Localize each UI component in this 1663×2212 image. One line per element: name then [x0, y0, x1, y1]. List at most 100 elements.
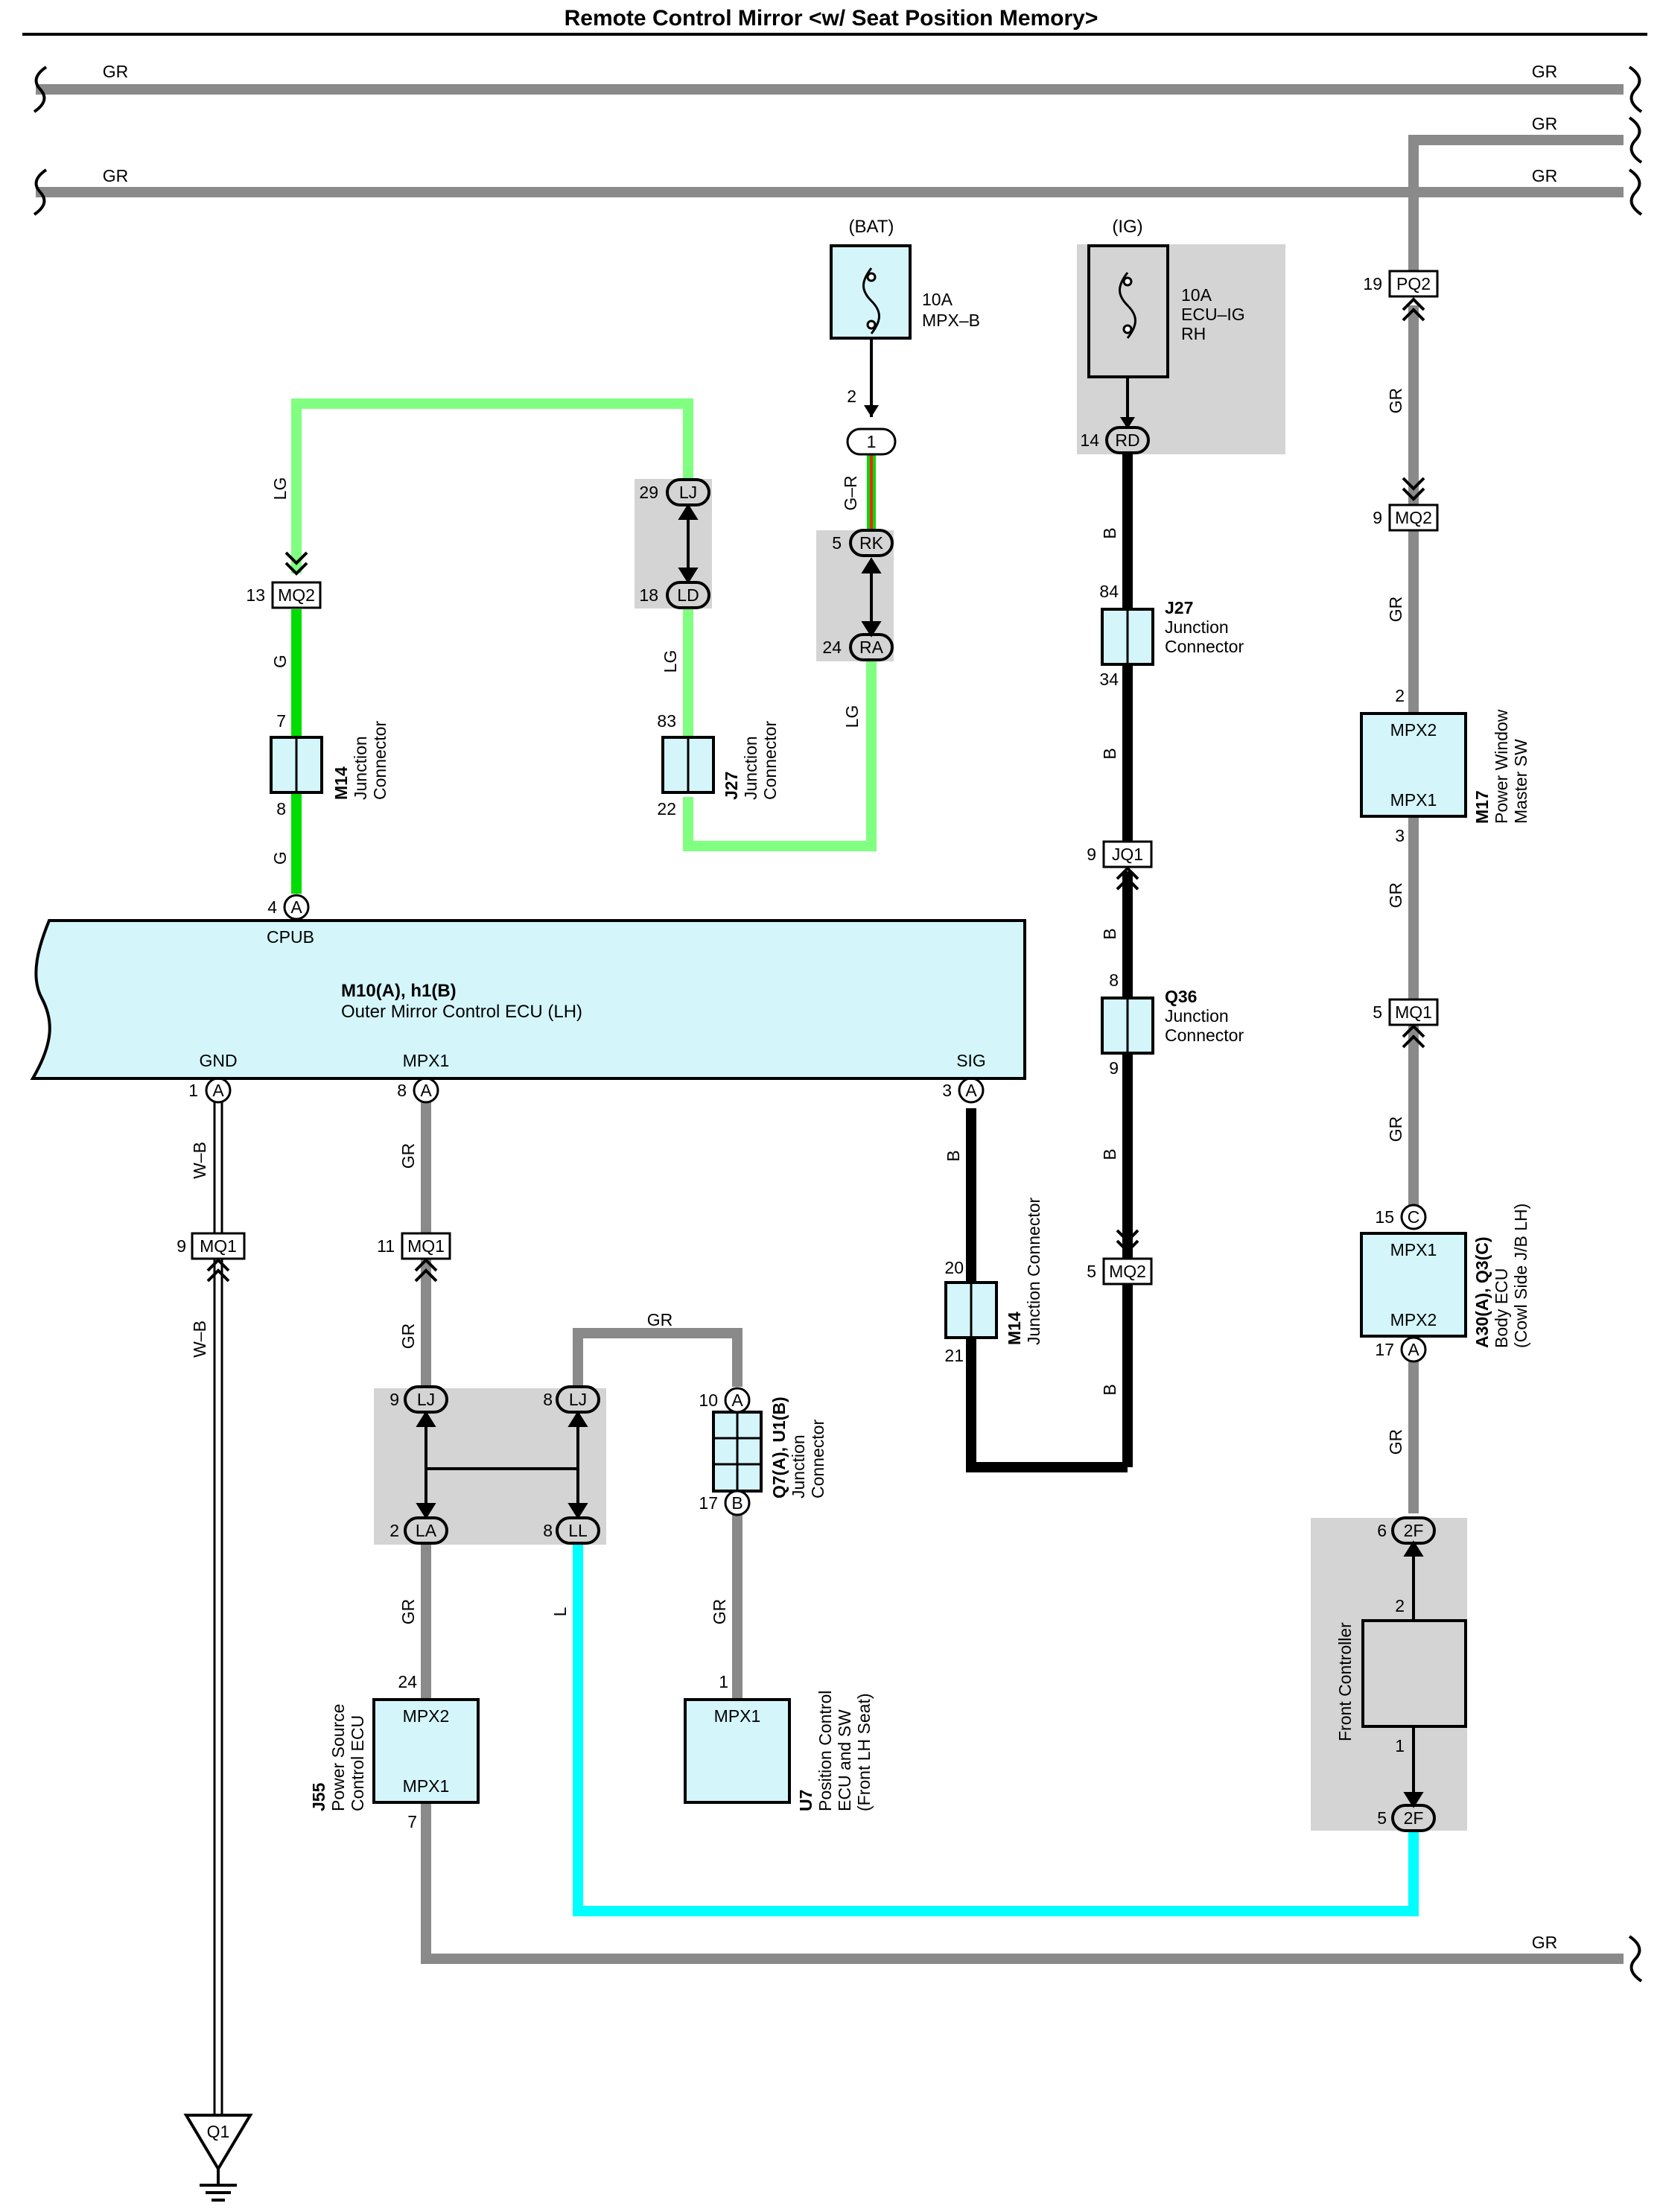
svg-text:GR: GR	[1386, 597, 1405, 623]
conn-lj-top-pin: 29	[639, 483, 658, 502]
conn-lj-left-label: LJ	[417, 1390, 435, 1409]
svg-text:B: B	[944, 1150, 963, 1161]
ig-fuse-icon	[1119, 272, 1136, 339]
wb-wire	[213, 1102, 223, 2117]
svg-text:GR: GR	[1386, 388, 1405, 414]
svg-text:B: B	[1100, 928, 1119, 939]
front-controller	[1361, 1619, 1467, 1728]
svg-text:W–B: W–B	[190, 1320, 209, 1358]
conn-rd-label: RD	[1115, 430, 1139, 450]
power-source-control-ecu	[372, 1698, 480, 1804]
svg-text:M17: M17	[1472, 790, 1492, 824]
svg-text:22: 22	[657, 799, 676, 819]
conn-mq1-wb-pin: 9	[177, 1236, 186, 1256]
other-ecus: MPX2 MPX1 2 3 M17 Power Window Master SW…	[309, 686, 1530, 1831]
svg-text:9: 9	[1109, 1058, 1119, 1078]
svg-text:A: A	[965, 1081, 977, 1100]
conn-mq2-left-pin: 13	[246, 585, 265, 605]
conn-2f-bottom-pin: 5	[1377, 1808, 1387, 1828]
svg-text:B: B	[1100, 527, 1119, 538]
svg-text:M14: M14	[1005, 1312, 1024, 1345]
svg-text:Control ECU: Control ECU	[348, 1715, 367, 1811]
svg-text:Connector: Connector	[760, 721, 780, 800]
ig-fuse-arrow	[1120, 417, 1135, 429]
ig-supply-label: (IG)	[1112, 217, 1142, 237]
bat-fuse-pin: 2	[847, 387, 856, 406]
svg-text:Q7(A), U1(B): Q7(A), U1(B)	[769, 1396, 789, 1498]
svg-text:Power Window: Power Window	[1492, 709, 1511, 824]
svg-text:A: A	[420, 1081, 432, 1100]
conn-ld-pin: 18	[639, 585, 658, 605]
diagram-title: Remote Control Mirror <w/ Seat Position …	[565, 6, 1098, 31]
bat-fuse-name: MPX–B	[922, 311, 980, 330]
ecu-gnd-label: GND	[199, 1051, 237, 1070]
svg-text:24: 24	[398, 1672, 417, 1691]
conn-rk	[849, 529, 894, 557]
svg-text:MPX1: MPX1	[714, 1706, 761, 1726]
svg-text:GR: GR	[398, 1599, 418, 1625]
svg-text:20: 20	[944, 1258, 964, 1277]
svg-text:LG: LG	[842, 705, 862, 728]
ig-fuse-name2: RH	[1181, 324, 1206, 343]
svg-text:8: 8	[397, 1081, 407, 1100]
svg-text:Connector: Connector	[1165, 637, 1244, 656]
conn-pq2-label: PQ2	[1396, 274, 1431, 293]
conn-mq1-gr	[401, 1232, 451, 1260]
conn-rk-label: RK	[859, 533, 884, 553]
conn-lj-right-pin: 8	[543, 1390, 553, 1409]
svg-text:7: 7	[276, 711, 286, 731]
svg-text:G–R: G–R	[841, 475, 860, 510]
svg-text:A: A	[1408, 1340, 1419, 1359]
wire-color-labels: GR GR GR GR GR GR GR LG G G LG G–R LG B …	[103, 62, 1558, 1952]
svg-text:7: 7	[407, 1812, 417, 1831]
svg-text:Body ECU: Body ECU	[1492, 1268, 1511, 1348]
svg-text:GR: GR	[647, 1310, 673, 1329]
conn-rd-pin: 14	[1080, 430, 1099, 450]
ecu-name: Outer Mirror Control ECU (LH)	[341, 1002, 582, 1022]
lg-wires	[291, 398, 877, 851]
conn-mq2-left-label: MQ2	[278, 585, 315, 605]
conn-mq1-wb-label: MQ1	[200, 1236, 237, 1256]
conn-1	[846, 428, 897, 456]
svg-text:MPX2: MPX2	[1390, 1310, 1437, 1329]
conn-ll-label: LL	[568, 1521, 588, 1540]
inline-connectors: MQ2 13 PQ2 19 MQ2 9 MQ1 5 JQ1 9 MQ2 5 MQ…	[177, 270, 1439, 1285]
svg-text:15: 15	[1375, 1207, 1394, 1227]
body-ecu	[1360, 1232, 1467, 1338]
svg-text:Connector: Connector	[1165, 1026, 1244, 1045]
conn-mq2-right-pin: 9	[1373, 508, 1382, 527]
conn-lj-top-label: LJ	[679, 483, 697, 502]
svg-text:Junction: Junction	[1165, 1006, 1229, 1026]
svg-text:17: 17	[1375, 1340, 1394, 1359]
svg-text:A: A	[290, 897, 302, 917]
svg-text:GR: GR	[1532, 166, 1558, 185]
ig-fuse-terminal-top	[1122, 276, 1133, 287]
svg-text:84: 84	[1099, 582, 1119, 601]
conn-rd	[1105, 426, 1150, 454]
svg-text:Position Control: Position Control	[815, 1691, 835, 1811]
ig-fuse-name: ECU–IG	[1181, 305, 1245, 324]
conn-mq2-mid	[1102, 1257, 1153, 1285]
ig-fuse-rating: 10A	[1181, 285, 1212, 305]
conn-mq2-left	[271, 581, 322, 609]
svg-text:Junction Connector: Junction Connector	[1024, 1197, 1043, 1345]
svg-text:2: 2	[1395, 1596, 1405, 1615]
svg-text:ECU and SW: ECU and SW	[835, 1709, 854, 1811]
chevron-markers	[206, 297, 1425, 1283]
svg-text:MPX1: MPX1	[1390, 790, 1437, 810]
svg-text:B: B	[1100, 748, 1119, 759]
conn-lj-right-label: LJ	[569, 1390, 587, 1409]
svg-text:LG: LG	[661, 650, 680, 673]
ecu-cpub-label: CPUB	[267, 927, 314, 947]
svg-text:MPX2: MPX2	[1390, 720, 1437, 740]
svg-text:W–B: W–B	[190, 1142, 209, 1179]
conn-rk-pin: 5	[832, 533, 842, 553]
svg-text:G: G	[270, 655, 290, 668]
svg-text:GR: GR	[103, 62, 129, 81]
svg-text:U7: U7	[796, 1790, 815, 1811]
conn-2f-bottom-label: 2F	[1404, 1808, 1424, 1828]
svg-text:A: A	[212, 1081, 224, 1100]
svg-text:1: 1	[1395, 1736, 1405, 1755]
bat-fuse-rating: 10A	[922, 290, 953, 309]
